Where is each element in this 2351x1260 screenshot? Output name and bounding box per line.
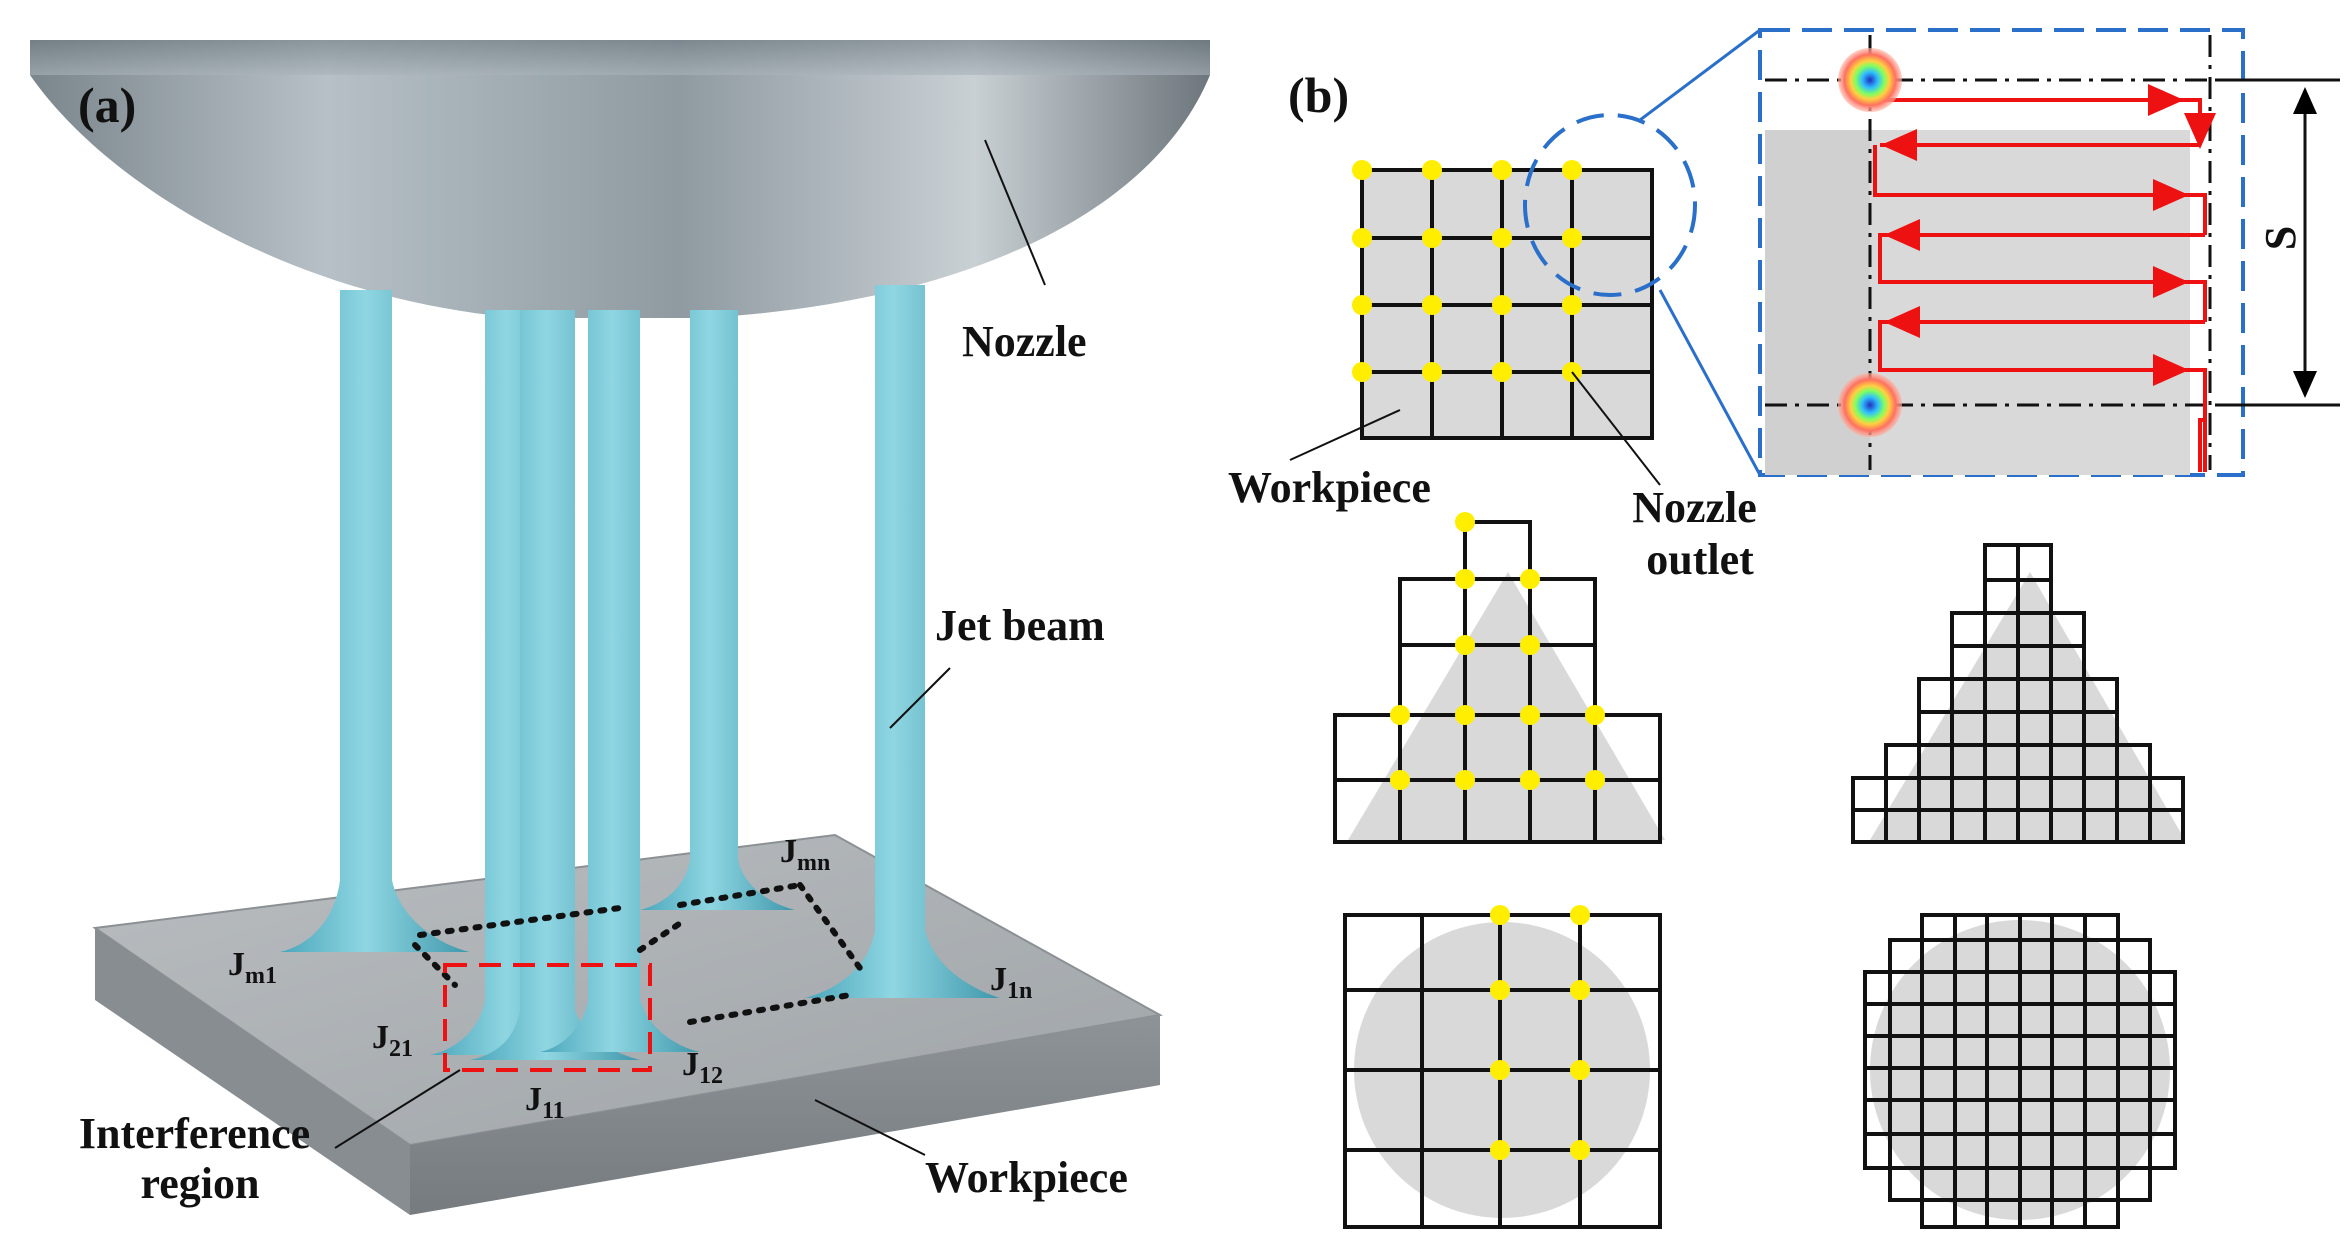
jet-label-base: J [682, 1046, 699, 1083]
magnifier-circle [1523, 113, 1697, 297]
jet-label-j12: J12 [682, 1046, 723, 1089]
jet-beam [430, 310, 600, 1055]
jet-beam-label: Jet beam [935, 601, 1105, 650]
jet-label-jmn: Jmn [780, 833, 830, 876]
jet-beam [470, 310, 640, 1060]
interference-label-line2: region [141, 1159, 260, 1208]
spacing-label-s: S [2256, 226, 2305, 250]
jet-label-sub: 1n [1007, 978, 1032, 1004]
nozzle-outlet-label: Nozzle outlet [1632, 483, 1768, 584]
panel-b-label: (b) [1288, 67, 1349, 123]
nozzle-body [30, 40, 1210, 318]
jet-beam [280, 290, 470, 952]
jet-beam [540, 310, 700, 1052]
triangle-coarse-grid [1333, 512, 1665, 844]
jet-label-base: J [525, 1081, 542, 1118]
raster-scan-path [1870, 84, 2216, 472]
nozzle-outlet-line1: Nozzle [1632, 483, 1757, 532]
jet-label-base: J [228, 946, 245, 983]
jet-label-jm1: Jm1 [228, 946, 277, 989]
jet-label-sub: m1 [245, 963, 277, 989]
jet-spot [1838, 48, 1902, 112]
nozzle-outlet-line2: outlet [1646, 535, 1754, 584]
panel-a: (a) Nozzle Jet beam Workpiece Interferen… [30, 40, 1210, 1215]
jet-label-sub: mn [797, 850, 830, 876]
jet-beam [640, 310, 795, 910]
circle-fine-grid [1863, 913, 2177, 1229]
jet-label-sub: 21 [389, 1036, 413, 1062]
circle-coarse-grid [1343, 905, 1662, 1229]
panel-b: (b) Wo [1228, 28, 2340, 1229]
jet-spot [1838, 373, 1902, 437]
jet-label-j11: J11 [525, 1081, 565, 1124]
interference-region-label: Interference region [79, 1109, 321, 1208]
callout-zoom [1758, 28, 2245, 477]
interference-region-box [443, 963, 652, 1072]
leader-lines-a [334, 139, 1046, 1156]
jet-label-base: J [372, 1019, 389, 1056]
spacing-dimension [2215, 78, 2340, 407]
workpiece-label-a: Workpiece [925, 1153, 1128, 1202]
jet-label-sub: 12 [699, 1063, 723, 1089]
triangle-fine-grid [1851, 543, 2185, 844]
panel-a-label: (a) [78, 77, 136, 133]
jet-label-base: J [990, 961, 1007, 998]
jet-label-base: J [780, 833, 797, 870]
jet-grid-dotted-lines [412, 882, 868, 1025]
jet-label-j21: J21 [372, 1019, 413, 1062]
jet-beam [805, 285, 1000, 998]
jet-beams [280, 285, 1000, 1060]
nozzle-label: Nozzle [962, 317, 1087, 366]
interference-label-line1: Interference [79, 1109, 310, 1158]
jet-label-j1n: J1n [990, 961, 1032, 1004]
square-grid-diagram [1289, 28, 1762, 486]
workpiece-label-b: Workpiece [1228, 463, 1431, 512]
jet-label-sub: 11 [542, 1098, 565, 1124]
